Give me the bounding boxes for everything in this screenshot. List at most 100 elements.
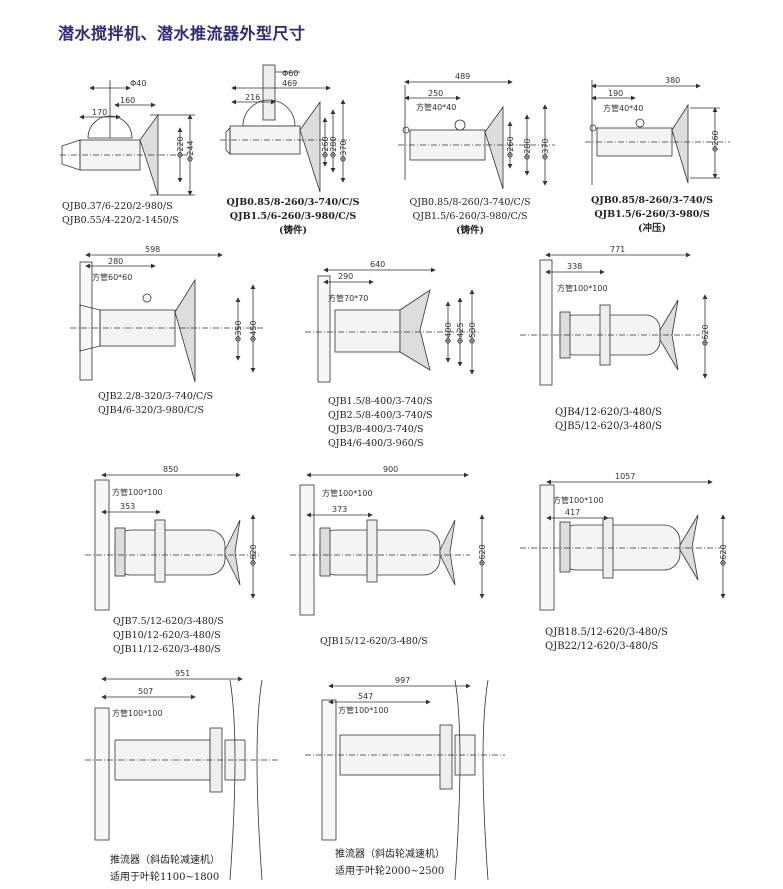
model-label: QJB2.5/8-400/3-740/S [328, 410, 433, 421]
page-title: 潜水搅拌机、潜水推流器外型尺寸 [58, 24, 306, 43]
diagram-3 [398, 79, 555, 190]
dim-label: 380 [665, 76, 680, 85]
caption-diagram-1: QJB0.37/6-220/2-980/S QJB0.55/4-220/2-14… [62, 200, 179, 228]
model-label: QJB4/6-320/3-980/C/S [98, 405, 204, 416]
dim-label: 方管70*70 [328, 293, 368, 303]
dim-label: 1057 [615, 472, 635, 481]
caption-diagram-2: QJB0.85/8-260/3-740/C/S QJB1.5/6-260/3-9… [222, 196, 364, 238]
model-label: QJB1.5/8-400/3-740/S [328, 396, 433, 407]
model-label: 推流器（斜齿轮减速机） [335, 849, 445, 860]
dim-label: 290 [338, 272, 353, 281]
model-label: QJB4/12-620/3-480/S [555, 407, 662, 418]
dim-label: 547 [358, 692, 373, 701]
dim-label: Φ425 [456, 322, 465, 344]
caption-diagram-5: QJB2.2/8-320/3-740/C/S QJB4/6-320/3-980/… [98, 390, 213, 418]
dim-label: 方管40*40 [603, 103, 643, 113]
dim-label: 771 [610, 245, 625, 254]
diagram-6 [305, 267, 480, 383]
diagram-4 [585, 80, 730, 185]
dim-label: 280 [108, 257, 123, 266]
diagram-12 [305, 679, 505, 881]
dim-label: 160 [120, 96, 135, 105]
caption-diagram-7: QJB4/12-620/3-480/S QJB5/12-620/3-480/S [555, 406, 662, 434]
dim-label: Φ60 [282, 69, 298, 78]
dim-label: 338 [567, 262, 582, 271]
model-label: QJB15/12-620/3-480/S [320, 636, 428, 647]
model-label: QJB0.85/8-260/3-740/S [591, 195, 713, 206]
dim-label: 方管100*100 [557, 283, 608, 293]
model-label: QJB10/12-620/3-480/S [113, 630, 221, 641]
caption-diagram-12: 推流器（斜齿轮减速机） 适用于叶轮2000~2500 [335, 846, 445, 880]
material-note: (冲压) [638, 223, 666, 234]
diagram-11 [85, 676, 280, 881]
model-label: 推流器（斜齿轮减速机） [110, 855, 220, 866]
caption-diagram-9: QJB15/12-620/3-480/S [320, 635, 428, 649]
dim-label: Φ244 [186, 140, 195, 162]
dim-label: 469 [282, 79, 297, 88]
dim-label: 方管60*60 [92, 272, 132, 282]
dim-label: Φ400 [444, 322, 453, 344]
dim-label: 417 [565, 508, 580, 517]
model-label: QJB2.2/8-320/3-740/C/S [98, 391, 214, 402]
dim-label: Φ370 [339, 140, 348, 162]
dim-label: 方管100*100 [112, 708, 163, 718]
model-label: QJB1.5/6-260/3-980/C/S [412, 211, 528, 222]
dim-label: Φ40 [130, 79, 146, 88]
dim-label: Φ280 [329, 136, 338, 158]
model-label: QJB22/12-620/3-480/S [545, 641, 659, 652]
model-label: QJB18.5/12-620/3-480/S [545, 627, 668, 638]
dim-label: 489 [455, 72, 470, 81]
caption-diagram-10: QJB18.5/12-620/3-480/S QJB22/12-620/3-48… [545, 626, 668, 654]
model-label: QJB1.5/6-260/3-980/C/S [229, 211, 357, 222]
caption-diagram-3: QJB0.85/8-260/3-740/C/S QJB1.5/6-260/3-9… [400, 196, 540, 238]
model-label: QJB0.37/6-220/2-980/S [62, 201, 173, 212]
dim-label: 997 [395, 676, 410, 685]
material-note: (铸件) [456, 225, 484, 236]
dim-label: 900 [383, 465, 398, 474]
dim-label: 373 [332, 505, 347, 514]
diagram-10 [520, 479, 726, 611]
material-note: (铸件) [279, 225, 307, 236]
dim-label: Φ260 [506, 136, 515, 158]
diagram-7 [520, 252, 708, 386]
model-label: QJB0.85/8-260/3-740/C/S [409, 197, 531, 208]
caption-diagram-11: 推流器（斜齿轮减速机） 适用于叶轮1100~1800 [110, 852, 220, 886]
dim-label: 方管100*100 [112, 487, 163, 497]
model-label: QJB0.55/4-220/2-1450/S [62, 215, 179, 226]
model-label: QJB7.5/12-620/3-480/S [113, 616, 224, 627]
dim-label: 216 [245, 93, 260, 102]
caption-diagram-8: QJB7.5/12-620/3-480/S QJB10/12-620/3-480… [113, 615, 224, 657]
dim-label: Φ620 [249, 544, 258, 566]
dim-label: 353 [120, 502, 135, 511]
diagram-9 [290, 472, 485, 616]
model-label: QJB0.85/8-260/3-740/C/S [226, 197, 360, 208]
dim-label: Φ620 [719, 544, 728, 566]
dim-label: Φ620 [701, 324, 710, 346]
caption-diagram-6: QJB1.5/8-400/3-740/S QJB2.5/8-400/3-740/… [328, 395, 433, 451]
model-label: QJB5/12-620/3-480/S [555, 421, 662, 432]
dim-label: 190 [608, 89, 623, 98]
model-label: QJB1.5/6-260/3-980/S [594, 209, 710, 220]
diagram-8 [85, 472, 260, 611]
model-label: 适用于叶轮2000~2500 [335, 866, 445, 877]
dim-label: Φ450 [249, 320, 258, 342]
diagram-2 [220, 64, 350, 193]
dim-label: Φ260 [711, 130, 720, 152]
dim-label: 方管40*40 [416, 102, 456, 112]
dim-label: Φ220 [176, 136, 185, 158]
model-label: QJB3/8-400/3-740/S [328, 424, 424, 435]
dim-label: 方管100*100 [553, 495, 604, 505]
dim-label: 951 [175, 669, 190, 678]
dim-label: 250 [428, 89, 443, 98]
diagram-5 [70, 252, 265, 383]
dim-label: 598 [145, 245, 160, 254]
model-label: 适用于叶轮1100~1800 [110, 872, 220, 883]
caption-diagram-4: QJB0.85/8-260/3-740/S QJB1.5/6-260/3-980… [584, 194, 720, 236]
dim-label: 640 [370, 260, 385, 269]
dim-label: 170 [92, 108, 107, 117]
diagram-1 [60, 80, 195, 196]
dim-label: 507 [138, 687, 153, 696]
model-label: QJB4/6-400/3-960/S [328, 438, 424, 449]
dim-label: Φ620 [478, 544, 487, 566]
